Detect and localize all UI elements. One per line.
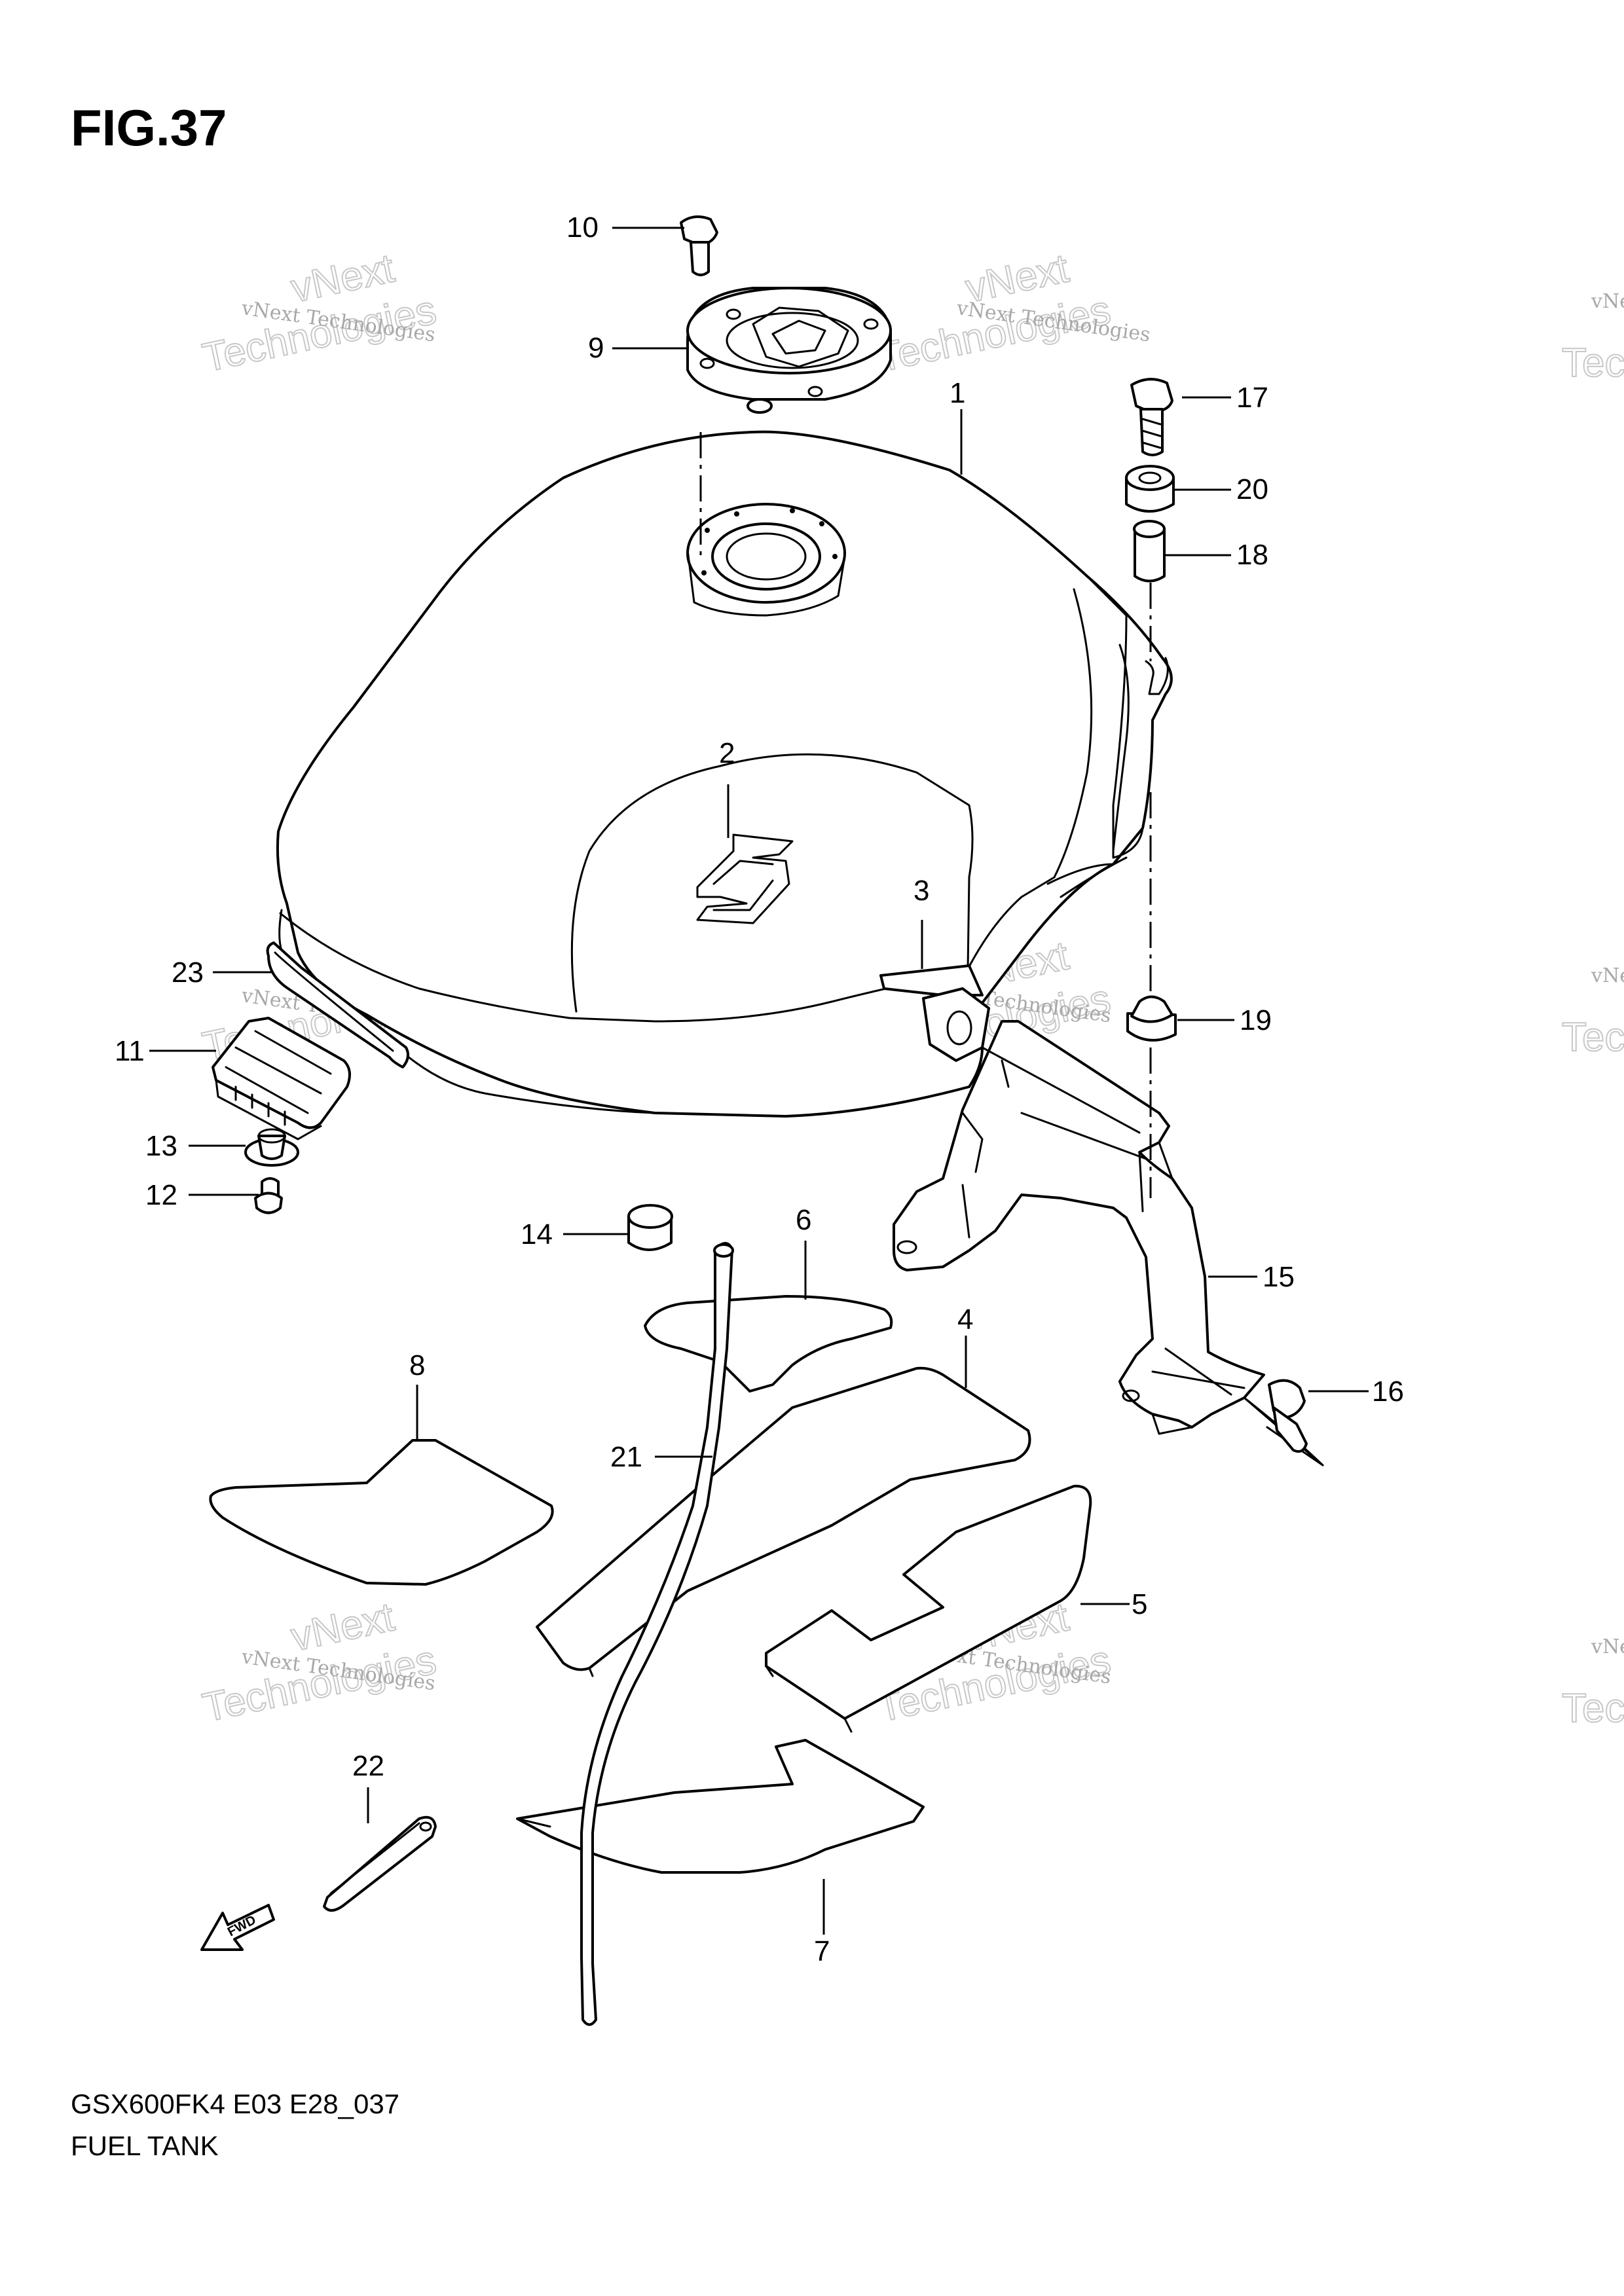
- watermark-text: vNext Technologies: [1591, 1635, 1624, 1658]
- callout-22: 22: [352, 1750, 384, 1782]
- watermark-technologies: Technologies: [1562, 340, 1624, 386]
- fwd-arrow: FWD: [200, 1904, 275, 1951]
- alignment-lines: [699, 432, 1152, 1198]
- watermark-top-center: Technologies vNext vNext Technologies: [873, 245, 1152, 381]
- part-15-rear-bracket: [893, 1020, 1324, 1467]
- callout-21: 21: [610, 1441, 642, 1473]
- watermark-text: vNext Technologies: [1591, 290, 1624, 313]
- part-5-cushion: [765, 1484, 1092, 1733]
- watermark-text: vNext Technologies: [1591, 964, 1624, 987]
- callout-11: 11: [115, 1035, 145, 1067]
- callout-10: 10: [566, 211, 599, 244]
- part-20-collar: [1125, 465, 1175, 513]
- footer-section-name: FUEL TANK: [71, 2130, 219, 2161]
- footer-model-code: GSX600FK4 E03 E28_037: [71, 2088, 399, 2119]
- part-14-cushion: [627, 1204, 673, 1251]
- part-23-strip: [266, 941, 410, 1068]
- callout-6: 6: [796, 1204, 811, 1236]
- part-21-hose: [580, 1242, 734, 2026]
- callout-1: 1: [950, 377, 965, 409]
- part-22-clamp: [323, 1815, 437, 1912]
- callout-18: 18: [1236, 539, 1268, 571]
- watermark-edge-right: vNext Technologies Technologies vNext Te…: [1561, 290, 1624, 1732]
- callout-5: 5: [1132, 1588, 1147, 1620]
- part-13-nut: [244, 1128, 299, 1167]
- part-17-bolt: [1130, 378, 1173, 456]
- watermark-low-left: Technologies vNext vNext Technologies: [198, 1594, 441, 1731]
- part-10-bolt: [680, 215, 718, 276]
- part-7-lower-cushion: [516, 1739, 925, 1874]
- part-1-fuel-tank: [276, 430, 1173, 1118]
- callout-9: 9: [588, 332, 604, 364]
- watermark-technologies: Technologies: [1562, 1015, 1624, 1060]
- part-12-bolt: [254, 1177, 283, 1214]
- callout-4: 4: [957, 1303, 973, 1336]
- part-11-cushion-rubber: [212, 1017, 351, 1140]
- part-18-spacer: [1133, 520, 1166, 583]
- callout-13: 13: [145, 1130, 177, 1162]
- callout-2: 2: [719, 737, 735, 769]
- callout-14: 14: [521, 1218, 553, 1250]
- callout-23: 23: [172, 957, 204, 989]
- callout-labels: 10 9 1 17 20 18 2 3 23 11 13 12 19 14 6 …: [115, 211, 1404, 1967]
- callout-15: 15: [1263, 1261, 1295, 1293]
- callout-19: 19: [1240, 1004, 1272, 1036]
- part-19-cushion: [1126, 995, 1177, 1042]
- part-9-fuel-cap: [686, 287, 892, 414]
- watermark-top-left: Technologies vNext vNext Technologies: [198, 245, 441, 381]
- leader-lines: [149, 227, 1369, 1935]
- callout-8: 8: [409, 1349, 425, 1381]
- part-6-cushion: [644, 1295, 893, 1393]
- part-8-cushion: [209, 1439, 554, 1586]
- callout-3: 3: [913, 875, 929, 907]
- callout-16: 16: [1372, 1376, 1404, 1408]
- callout-7: 7: [814, 1935, 830, 1967]
- callout-12: 12: [145, 1179, 177, 1211]
- part-16-bolt: [1268, 1379, 1308, 1453]
- figure-title: FIG.37: [71, 99, 227, 156]
- callout-20: 20: [1236, 473, 1268, 505]
- watermark-technologies: Technologies: [1562, 1686, 1624, 1731]
- callout-17: 17: [1236, 382, 1268, 414]
